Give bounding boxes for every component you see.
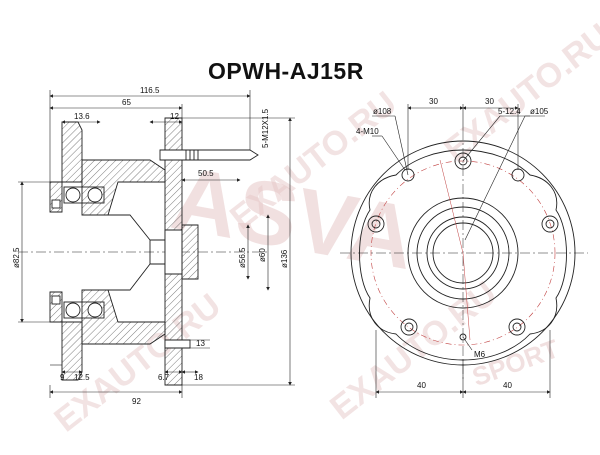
- stud-hole-2-inner: [545, 219, 555, 229]
- bolt-hole-2: [511, 168, 525, 182]
- side-dimension-labels: 116.5 65 13.6 12 5-M12X1.5 50.5 ø82.5 ø5…: [12, 86, 289, 406]
- side-dimensions: [18, 90, 295, 398]
- dim-65: 65: [122, 98, 131, 107]
- dim-12: 12: [170, 112, 179, 121]
- dim-18: 18: [194, 373, 203, 382]
- stud-hole-4-inner: [404, 322, 414, 332]
- watermark-text-right: EXAUTO.RU: [437, 16, 600, 169]
- dim-d136: ø136: [280, 249, 289, 268]
- flange-upper: [61, 121, 83, 183]
- dim-thread: 5-M12X1.5: [261, 108, 270, 148]
- stud-hole-4: [400, 318, 418, 336]
- flange-lower: [61, 321, 83, 381]
- bearing-ball-3: [87, 187, 103, 203]
- stud-hole-5-inner: [371, 219, 381, 229]
- stud-hole-2: [541, 215, 559, 233]
- dim-9: 9: [60, 373, 65, 382]
- stud-hole-1-inner: [458, 156, 468, 166]
- dim-front-d105: ø105: [530, 107, 549, 116]
- dim-d82-5: ø82.5: [12, 247, 21, 268]
- stud-hole-3-inner: [512, 322, 522, 332]
- dim-front-4-m10: 4-M10: [356, 127, 379, 136]
- m6-hole: [459, 333, 467, 341]
- dim-front-40-left: 40: [417, 381, 426, 390]
- watermark-sub: SPORT: [468, 333, 563, 392]
- side-section-view: [18, 117, 270, 386]
- dim-front-30-left: 30: [429, 97, 438, 106]
- front-dimensions: [372, 104, 551, 398]
- dim-d56-5: ø56.5: [238, 247, 247, 268]
- dim-front-40-right: 40: [503, 381, 512, 390]
- seal-lower: [51, 295, 61, 305]
- bearing-ball-4: [87, 302, 103, 318]
- hub-body-upper: [81, 159, 166, 216]
- bearing-ball-1: [65, 187, 81, 203]
- bearing-race-upper: [63, 186, 105, 204]
- bearing-race-lower: [63, 301, 105, 319]
- dim-12-5: 12.5: [74, 373, 90, 382]
- dim-50-5: 50.5: [198, 169, 214, 178]
- wheel-stud: [159, 149, 259, 161]
- dim-6-7: 6.7: [158, 373, 170, 382]
- stud-holes: [367, 152, 559, 336]
- dim-d60: ø60: [258, 248, 267, 262]
- stud-hole-3: [508, 318, 526, 336]
- stud-hole-1: [454, 152, 472, 170]
- wheel-flange-center: [164, 229, 183, 275]
- dim-front-d108: ø108: [373, 107, 392, 116]
- bearing-ball-2: [65, 302, 81, 318]
- inner-bore: [108, 214, 151, 291]
- seal-upper: [51, 199, 61, 209]
- dim-front-5-12-4: 5-12.4: [498, 107, 521, 116]
- dim-front-m6: M6: [474, 350, 486, 359]
- pilot-boss: [181, 224, 199, 280]
- front-dimension-labels: 30 30 ø108 5-12.4 ø105 4-M10 M6 40 40: [356, 97, 549, 390]
- dim-13: 13: [196, 339, 205, 348]
- lower-stud: [164, 339, 191, 349]
- dim-92: 92: [132, 397, 141, 406]
- dim-116-5: 116.5: [140, 86, 160, 95]
- stud-hole-5: [367, 215, 385, 233]
- dim-13-6: 13.6: [74, 112, 90, 121]
- part-number-title: OPWH-AJ15R: [208, 58, 364, 84]
- dim-front-30-right: 30: [485, 97, 494, 106]
